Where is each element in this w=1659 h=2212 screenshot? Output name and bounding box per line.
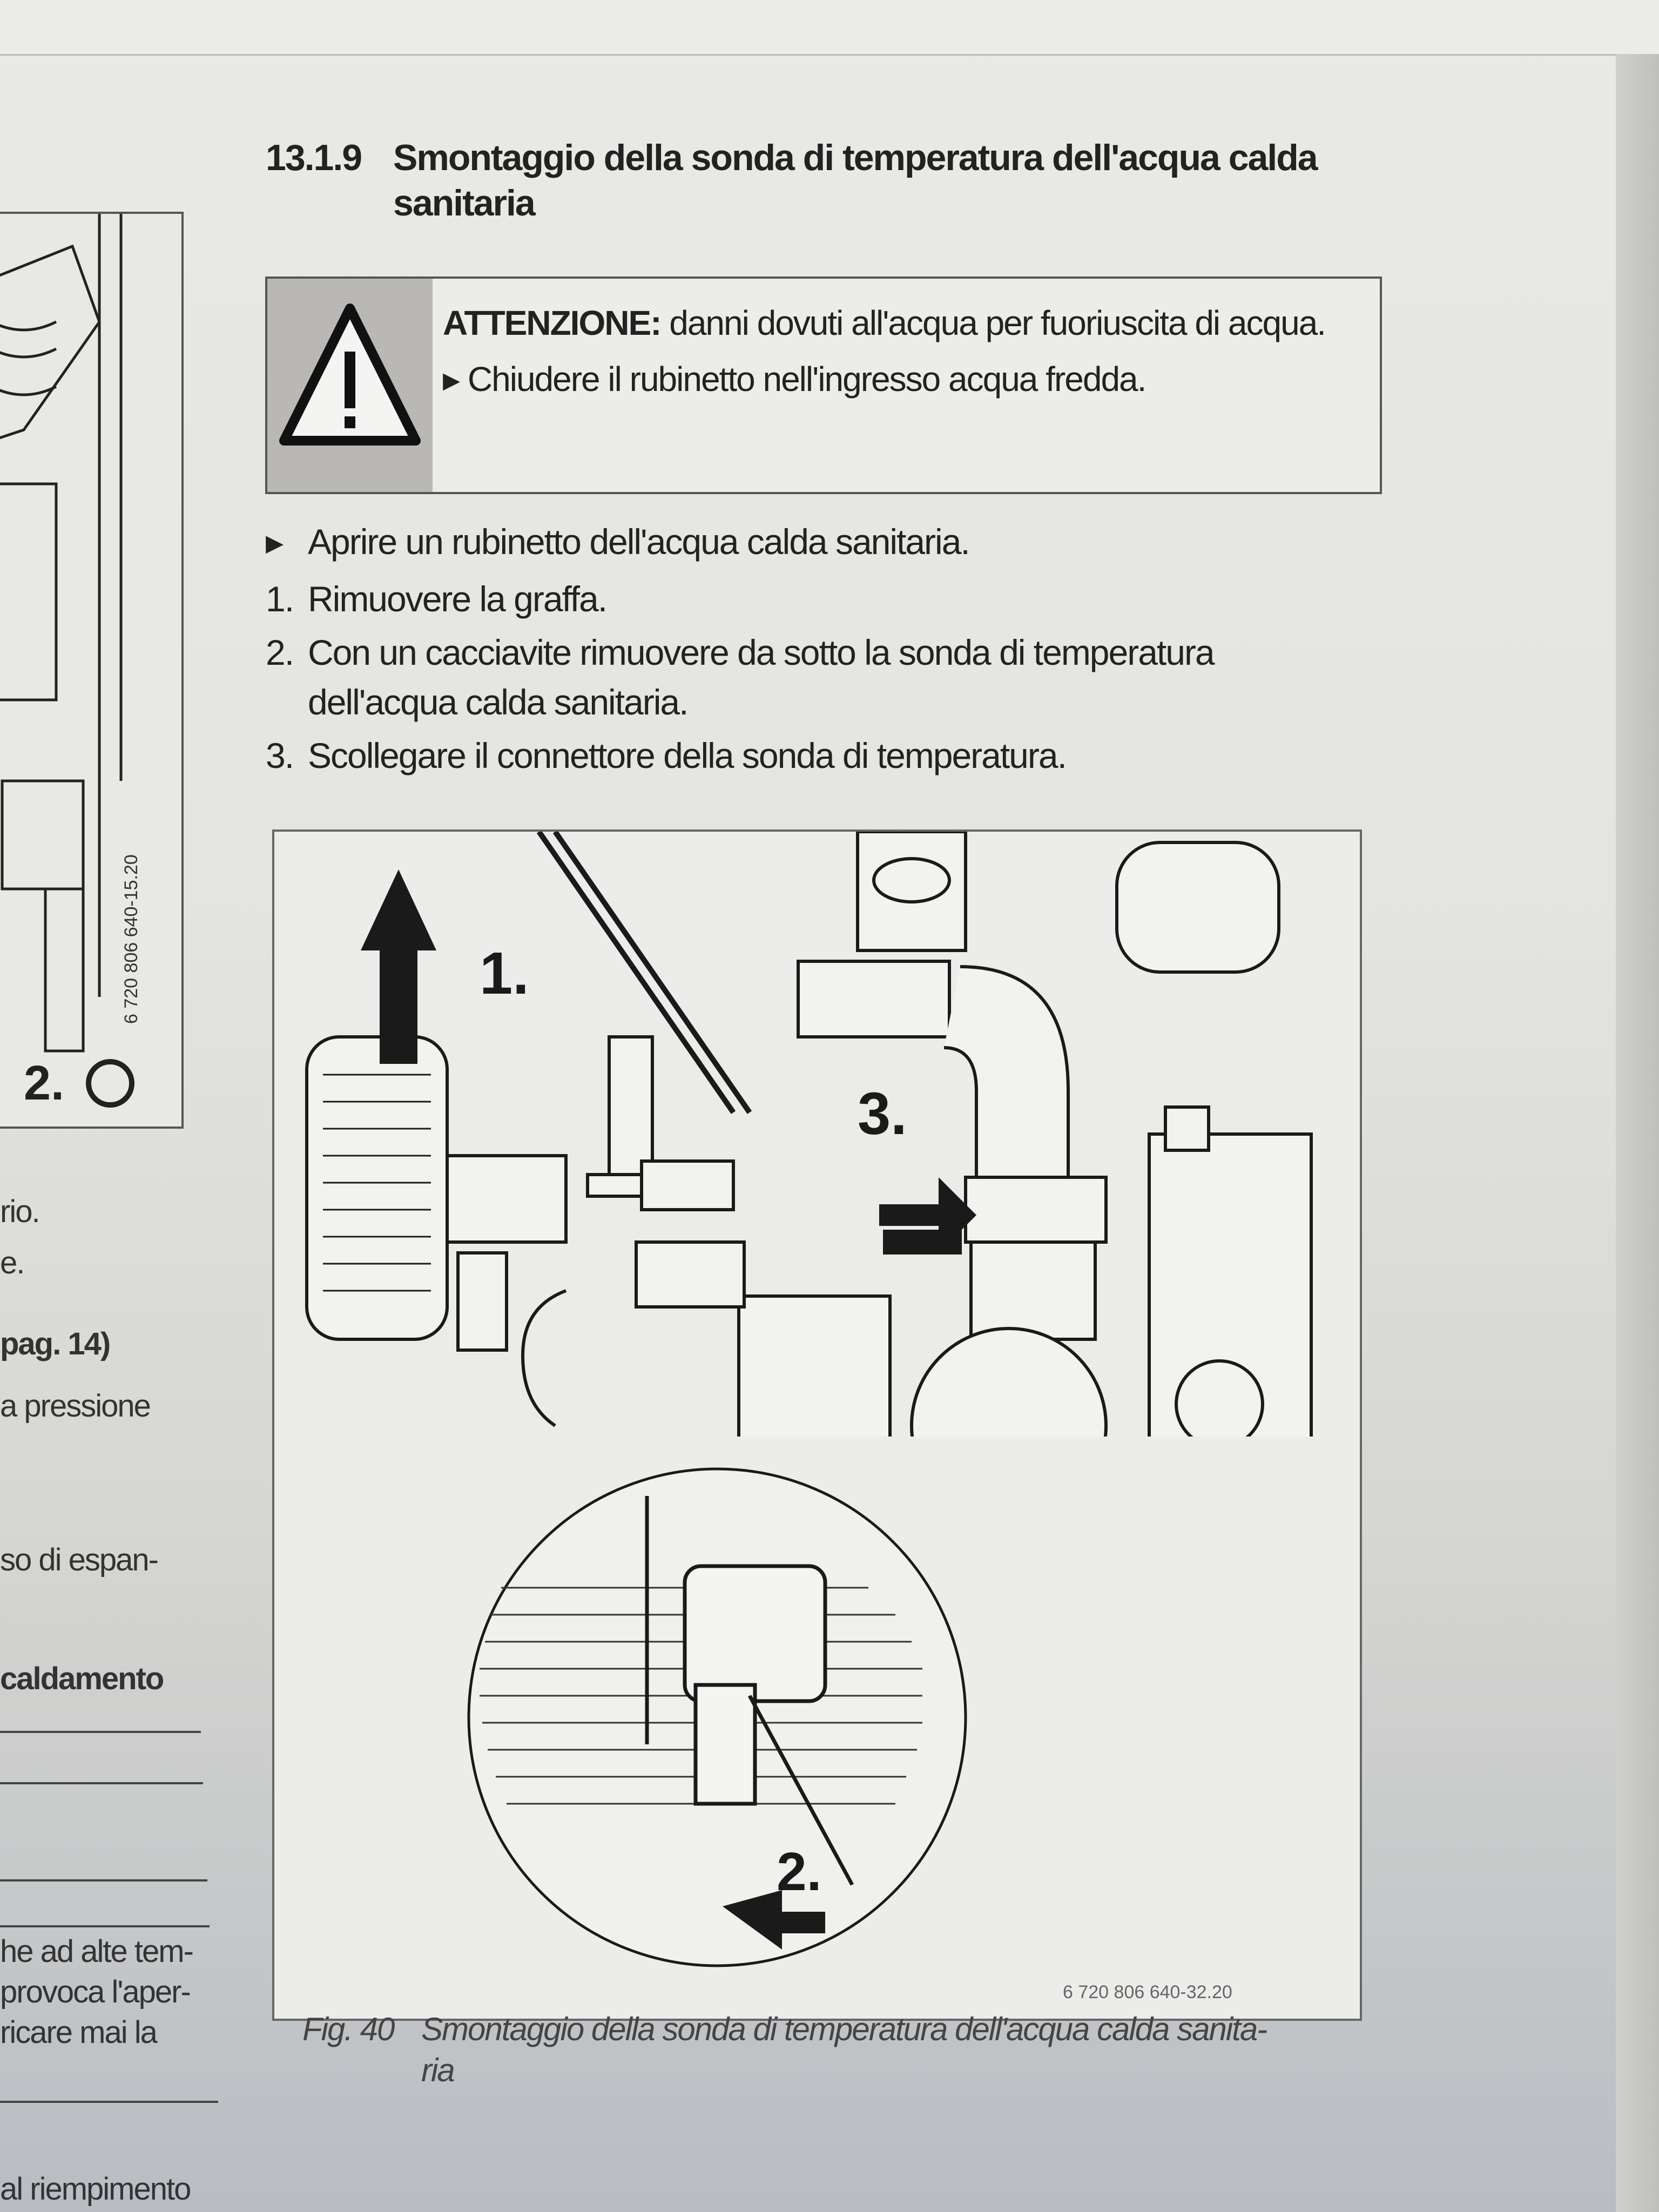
warning-box: ATTENZIONE: danni dovuti all'acqua per f… — [265, 276, 1382, 494]
callout-2: 2. — [777, 1842, 821, 1902]
warning-label: ATTENZIONE: — [443, 304, 662, 342]
step-number: 2. — [266, 632, 294, 672]
left-figure-callout: 2. — [24, 1056, 64, 1110]
left-text-fragment: ricare mai la — [0, 2015, 158, 2050]
step-intro: Aprire un rubinetto dell'acqua calda san… — [308, 522, 970, 562]
left-text-fragment: provoca l'aper- — [0, 1974, 191, 2009]
list-item: 2. Con un cacciavite rimuovere da sotto l… — [266, 628, 1400, 727]
steps-list: ▸ Aprire un rubinetto dell'acqua calda sa… — [266, 513, 1400, 784]
table-rule — [0, 1731, 201, 1733]
left-text-fragment: pag. 14) — [0, 1326, 111, 1361]
caption-number: Fig. 40 — [302, 2011, 395, 2047]
left-text-fragment: rio. — [0, 1194, 41, 1229]
list-item: ▸ Aprire un rubinetto dell'acqua calda sa… — [266, 513, 1400, 570]
list-item: 1. Rimuovere la graffa. — [266, 570, 1400, 628]
caption-text: Smontaggio della sonda di temperatura de… — [421, 2011, 1267, 2047]
figure-code: 6 720 806 640-32.20 — [1063, 1982, 1232, 2002]
callout-1: 1. — [480, 940, 529, 1007]
step-number: 1. — [266, 579, 294, 619]
step-text-cont: dell'acqua calda sanitaria. — [308, 682, 689, 722]
step-number: 3. — [266, 736, 294, 775]
warning-triangle-icon — [279, 304, 421, 446]
step-text: Rimuovere la graffa. — [308, 579, 608, 619]
boiler-illustration: 2. 6 720 806 640-15.20 — [0, 214, 141, 1110]
callout-3: 3. — [858, 1081, 907, 1147]
table-rule — [0, 2101, 218, 2103]
left-figure-code: 6 720 806 640-15.20 — [121, 854, 141, 1024]
caption-text-cont: ria — [421, 2052, 455, 2088]
section-heading: 13.1.9 Smontaggio della sonda di tempera… — [266, 135, 1318, 224]
left-text-fragment: he ad alte tem- — [0, 1934, 194, 1969]
list-item: 3. Scollegare il connettore della sonda d… — [266, 727, 1400, 784]
step-text: Con un cacciavite rimuovere da sotto la … — [308, 632, 1215, 672]
left-text-fragment: so di espan- — [0, 1542, 159, 1577]
page-right-margin — [1616, 54, 1659, 2212]
table-rule — [0, 1782, 203, 1784]
bullet-arrow-icon: ▸ — [443, 360, 468, 399]
screen-top-bar — [0, 0, 1659, 56]
sensor-removal-illustration: 1. 2. 3. 6 720 806 640-32.20 — [301, 832, 1317, 2002]
warning-icon-column — [267, 279, 433, 492]
section-title: Smontaggio della sonda di temperatura de… — [393, 137, 1318, 224]
warning-text: danni dovuti all'acqua per fuoriuscita d… — [660, 304, 1326, 342]
step-text: Scollegare il connettore della sonda di … — [308, 736, 1067, 775]
left-text-fragment: a pressione — [0, 1388, 151, 1424]
left-text-fragment: al riempimento — [0, 2171, 191, 2207]
section-number: 13.1.9 — [266, 137, 362, 178]
table-rule — [0, 1925, 210, 1927]
left-text-fragment: e. — [0, 1245, 25, 1280]
table-rule — [0, 1879, 207, 1881]
bullet-arrow-icon: ▸ — [266, 522, 284, 562]
left-text-fragment: caldamento — [0, 1661, 164, 1696]
figure-caption: Fig. 40 Smontaggio della sonda di tempera… — [302, 2009, 1328, 2091]
figure-40: 1. 2. 3. 6 720 806 640-32.20 — [272, 830, 1362, 2021]
rotate-arrow-icon — [86, 1059, 134, 1108]
warning-action: Chiudere il rubinetto nell'ingresso acqu… — [467, 360, 1147, 399]
left-figure: 2. 6 720 806 640-15.20 — [0, 212, 184, 1129]
